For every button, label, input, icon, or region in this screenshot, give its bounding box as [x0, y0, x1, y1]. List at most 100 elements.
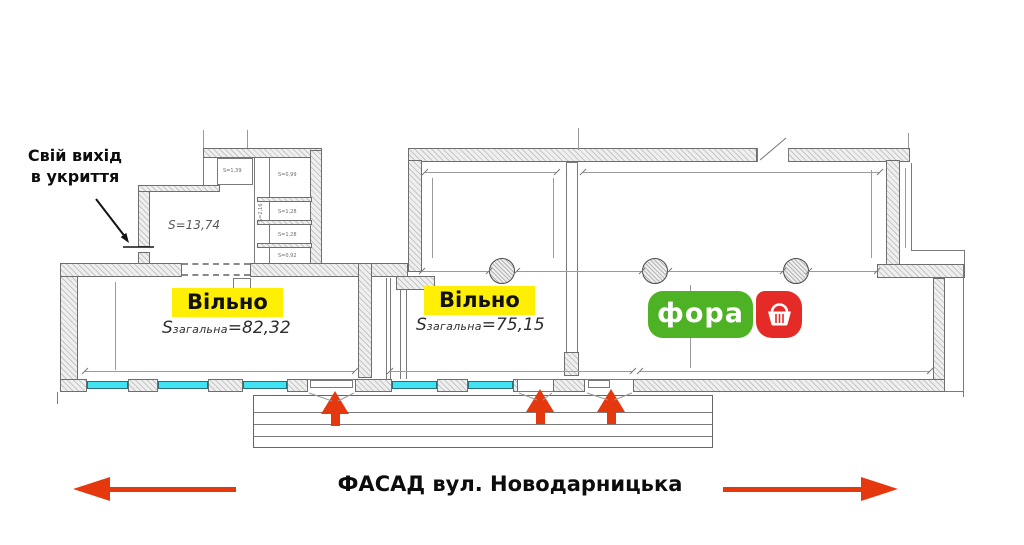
unit-1-status-badge: Вільно: [172, 288, 283, 317]
wall-segment: [60, 263, 182, 277]
wall-segment: [886, 160, 900, 266]
building-edge: [911, 163, 912, 251]
partition-line: [390, 278, 391, 379]
wall-segment: [60, 276, 78, 392]
partition-wall: [564, 352, 579, 376]
wall-segment: [633, 379, 945, 392]
door-jamb: [788, 148, 789, 162]
building-edge: [57, 392, 58, 404]
step-line: [254, 424, 712, 425]
closet-area-label: S=1,39: [223, 168, 242, 174]
wall-segment: [287, 379, 308, 392]
closet-divider: [257, 220, 312, 225]
wall-segment: [877, 264, 965, 278]
brand-name: фора: [657, 297, 744, 329]
extension-line: [908, 133, 909, 148]
wall-segment: [203, 148, 322, 158]
dimension-line: [390, 371, 633, 372]
wall-segment: [408, 160, 422, 272]
area-prefix: S: [162, 318, 173, 338]
closet-area-label: S=0,92: [278, 253, 297, 259]
shelter-pointer-line: [95, 198, 127, 239]
column: [783, 258, 809, 284]
closet-divider: [257, 197, 312, 202]
building-edge: [911, 250, 965, 251]
back-room-area-label: S=13,74: [168, 218, 221, 232]
wall-segment: [250, 263, 408, 277]
wall-segment: [437, 379, 468, 392]
facade-arrow-left: [108, 487, 236, 492]
entrance-arrow: [331, 413, 340, 426]
closet-area-label: S=1,28: [278, 209, 297, 215]
wall-segment: [138, 185, 220, 192]
unit-2-status-badge: Вільно: [424, 286, 535, 315]
corridor-area-label: S=2,16: [258, 203, 264, 223]
dimension-line: [640, 371, 930, 372]
wall-line: [254, 158, 255, 263]
dimension-line: [425, 172, 557, 173]
window-glazing: [87, 381, 128, 389]
wall-line: [269, 158, 270, 263]
dimension-line: [905, 168, 906, 248]
extension-line: [247, 130, 248, 148]
facade-street-title: ФАСАД вул. Новодарницька: [337, 472, 683, 496]
facade-arrow-left-icon: [73, 477, 110, 501]
entrance-arrow: [526, 389, 554, 412]
facade-arrow-right-icon: [861, 477, 898, 501]
wall-segment: [60, 379, 87, 392]
wall-segment: [138, 185, 150, 247]
column: [642, 258, 668, 284]
unit-2-area-label: Sзагальна=75,15: [416, 315, 545, 335]
wall-segment: [208, 379, 243, 392]
dimension-line: [517, 271, 642, 272]
entrance-arrow: [321, 391, 349, 414]
dimension-line: [422, 271, 489, 272]
step-line: [254, 436, 712, 437]
basket-icon: [767, 303, 791, 326]
wall-line: [203, 158, 204, 185]
area-value: =75,15: [481, 315, 545, 335]
closet-area-label: S=1,28: [278, 232, 297, 238]
door-jamb: [757, 148, 758, 162]
partition-line: [386, 278, 387, 379]
shelter-pointer-head: [120, 232, 129, 243]
window-glazing: [158, 381, 208, 389]
dashed-opening: [182, 274, 250, 276]
dimension-line: [669, 271, 783, 272]
utility-room-outline: [217, 158, 253, 185]
building-edge: [963, 264, 964, 397]
door-opening: [585, 379, 633, 380]
extension-line: [578, 128, 579, 150]
area-sub: загальна: [426, 320, 482, 333]
door-swing-line: [759, 137, 787, 161]
partition-line: [400, 290, 401, 379]
dimension-line: [432, 178, 433, 258]
dimension-line: [583, 172, 880, 173]
shelter-exit-note: Свій вихід в укриття: [22, 146, 128, 188]
wall-segment: [513, 379, 518, 392]
door-threshold: [588, 380, 610, 388]
door-opening: [308, 379, 355, 380]
dimension-line: [553, 178, 554, 258]
wall-segment: [355, 379, 392, 392]
unit-1-area-label: Sзагальна=82,32: [162, 318, 291, 338]
brand-logo: фора: [648, 291, 753, 338]
area-prefix: S: [416, 315, 427, 335]
entrance-arrow: [597, 389, 625, 412]
dimension-line: [115, 282, 116, 370]
building-edge: [945, 391, 963, 392]
extension-line: [203, 130, 204, 148]
partition-wall: [358, 263, 372, 378]
wall-segment: [128, 379, 158, 392]
facade-arrow-right: [723, 487, 861, 492]
area-sub: загальна: [172, 323, 228, 336]
area-value: =82,32: [227, 318, 291, 338]
dimension-line: [809, 271, 877, 272]
closet-divider: [257, 243, 312, 248]
step-line: [254, 412, 712, 413]
dimension-line: [871, 170, 872, 258]
wall-segment: [408, 148, 757, 162]
partition-wall: [566, 162, 578, 376]
door-opening: [518, 379, 553, 380]
